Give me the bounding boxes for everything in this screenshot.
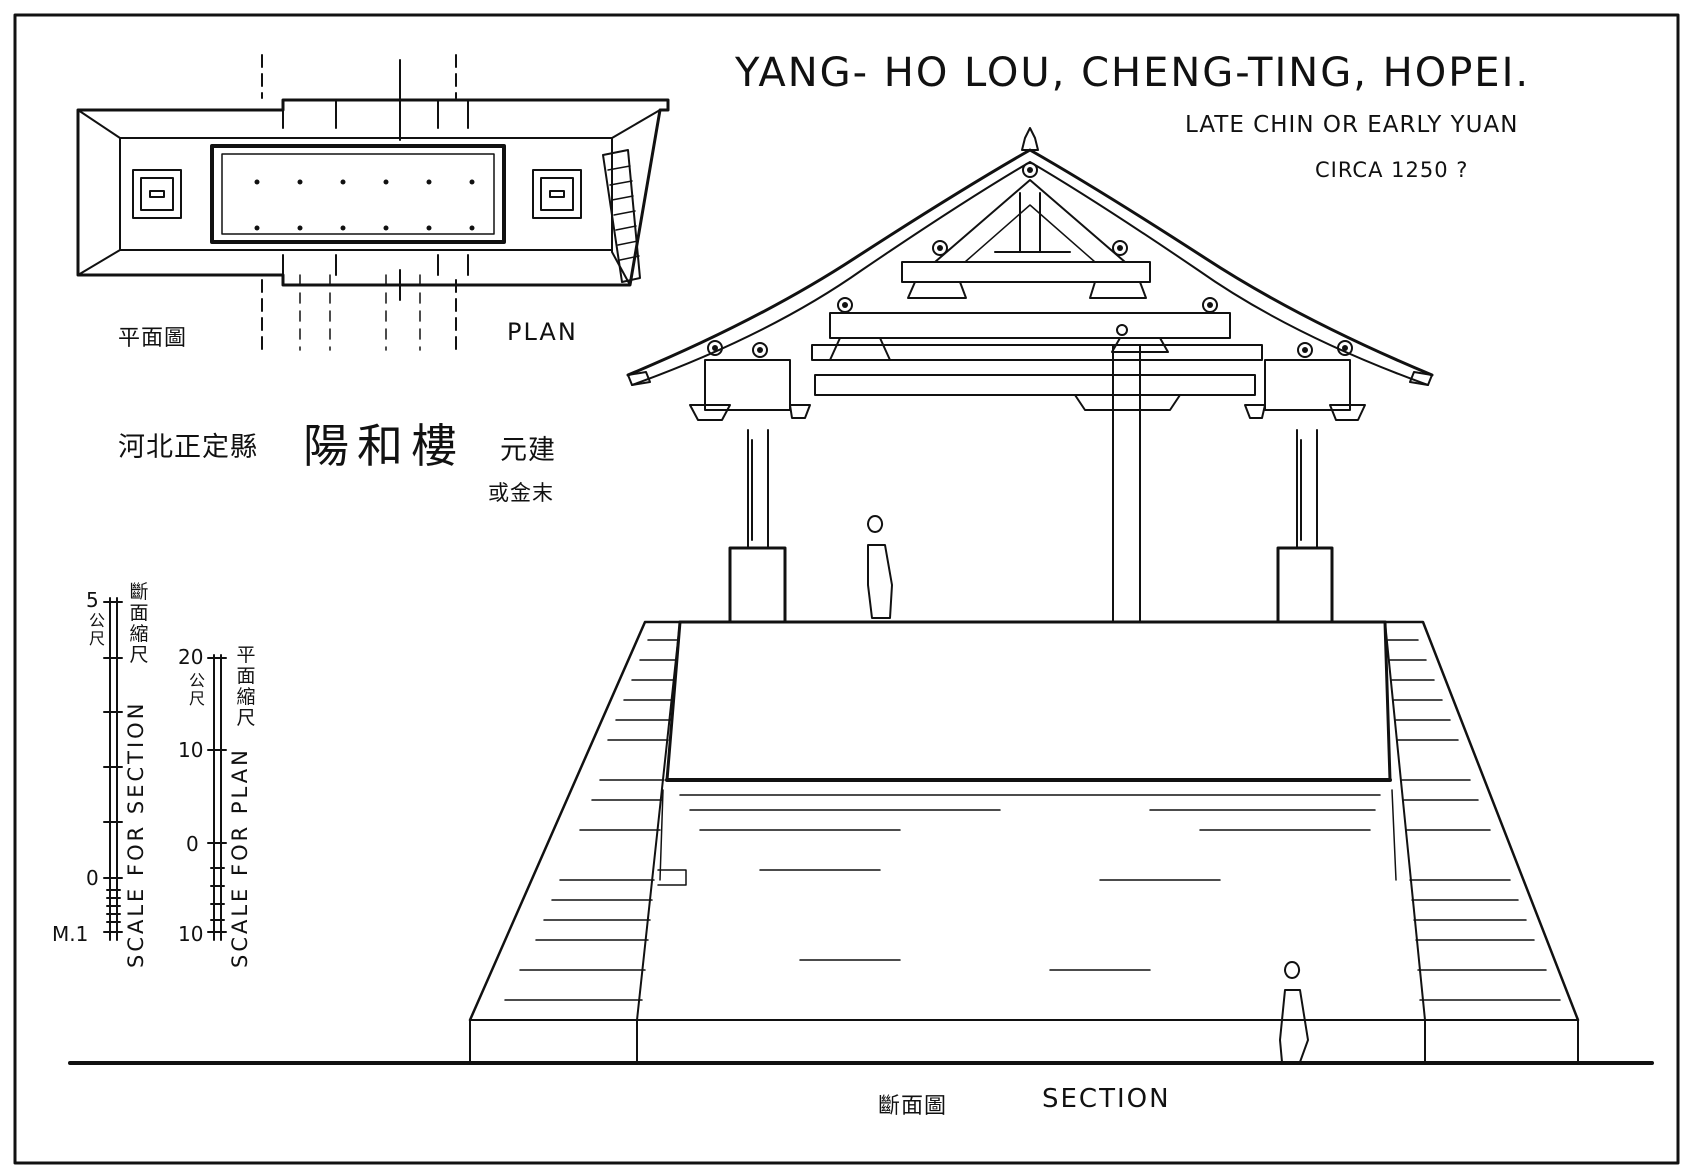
section-scale-bar: [103, 597, 123, 941]
period-alt-chinese: 或金末: [488, 481, 554, 505]
plan-scale-bar: [207, 654, 227, 941]
plan-scale-tick-0: 0: [186, 832, 199, 856]
section-label: SECTION: [1042, 1084, 1171, 1114]
period-chinese: 元建: [500, 435, 556, 466]
floor-plan: [76, 54, 670, 351]
human-figure-lower: [1279, 961, 1309, 1063]
building-name-chinese: 陽和樓: [303, 419, 465, 473]
section-scale-tick-0: 0: [86, 866, 99, 890]
section-scale-tick-m1: M.1: [52, 922, 89, 946]
location-chinese: 河北正定縣: [118, 432, 258, 463]
plan-scale-tick-20: 20: [178, 645, 204, 669]
human-figure-upper: [867, 515, 893, 619]
plan-scale-unit: 公尺: [188, 671, 205, 708]
plan-scale-tick-10b: 10: [178, 922, 204, 946]
section-scale-label-chinese: 斷面縮尺: [129, 581, 149, 666]
plan-scale-tick-10: 10: [178, 738, 204, 762]
plan-label: PLAN: [507, 318, 578, 346]
plan-label-chinese: 平面圖: [118, 326, 188, 351]
section-scale-label: SCALE FOR SECTION: [124, 700, 148, 968]
section-label-chinese: 斷面圖: [878, 1094, 948, 1119]
section-scale-tick-5: 5: [86, 588, 99, 612]
plan-scale-label: SCALE FOR PLAN: [228, 747, 252, 968]
plan-scale-label-chinese: 平面縮尺: [236, 644, 256, 729]
section-drawing: [68, 127, 1654, 1065]
drawing-title: YANG- HO LOU, CHENG-TING, HOPEI.: [735, 50, 1531, 96]
sheet-border: [13, 13, 1680, 1165]
date-subtitle: CIRCA 1250 ?: [1315, 158, 1469, 182]
period-subtitle: LATE CHIN OR EARLY YUAN: [1185, 112, 1519, 138]
section-scale-unit: 公尺: [88, 611, 105, 648]
